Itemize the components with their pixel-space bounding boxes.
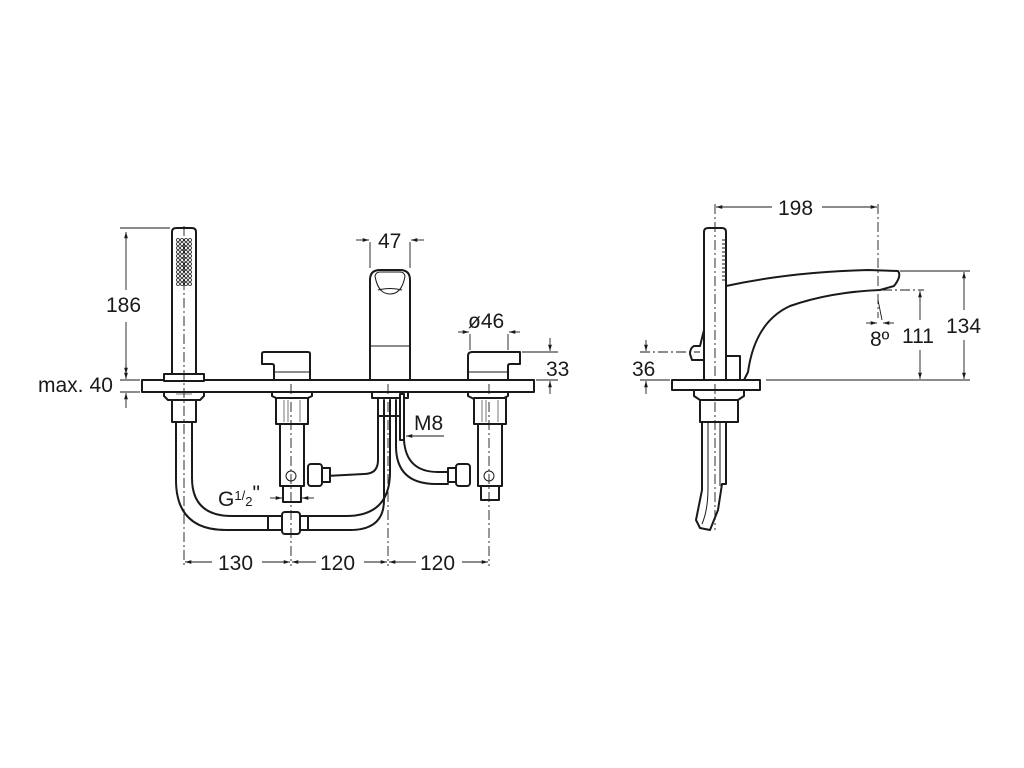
dim-deck-prefix: max. (38, 374, 84, 397)
dim-thread-stud: M8 (414, 412, 443, 435)
dim-spout-width: 47 (378, 230, 401, 253)
dim-diverter-height: 36 (632, 358, 655, 381)
side-spray-holes (722, 239, 725, 281)
dim-deck-thickness: 40 (90, 374, 113, 397)
left-handle (261, 351, 313, 503)
spout (303, 269, 449, 531)
dim-spacing-2: 120 (320, 552, 355, 575)
compression-nuts (267, 463, 471, 535)
dim-inlet-thread: G1/2" (218, 482, 260, 511)
dim-spacing-1: 130 (218, 552, 253, 575)
deck-plate (141, 379, 535, 393)
dim-spacing-3: 120 (420, 552, 455, 575)
dim-handle-diameter: ø46 (468, 310, 504, 333)
dim-spout-reach: 198 (778, 197, 813, 220)
svg-text:max.40: max. 40 (38, 374, 113, 397)
side-view: 198 8º 111 134 36 (632, 197, 981, 531)
dim-total-height: 134 (946, 315, 981, 338)
dim-outlet-height: 111 (902, 325, 934, 348)
front-view: 186 max. 40 47 ø46 33 M8 G1/2" (38, 226, 569, 575)
dim-handshower-height: 186 (106, 294, 141, 317)
dim-spout-angle: 8º (870, 328, 890, 351)
right-handle (467, 351, 521, 501)
shower-spray-holes (176, 238, 192, 286)
dim-handle-height: 33 (546, 358, 569, 381)
